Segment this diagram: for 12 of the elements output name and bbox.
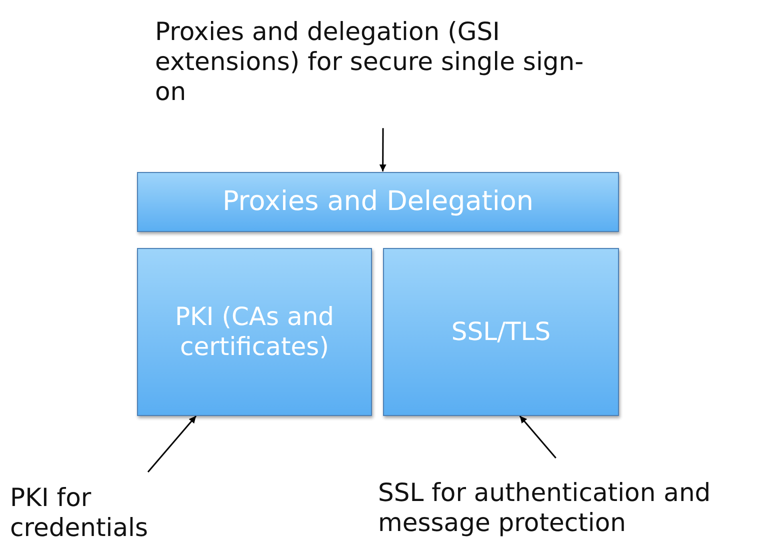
arrow: [379, 128, 386, 172]
layer-label: PKI (CAs and certificates): [174, 302, 336, 362]
arrow: [147, 416, 197, 472]
layer-label: SSL/TLS: [451, 317, 551, 347]
layer-box: [137, 248, 372, 416]
annotation-text: Proxies and delegation (GSI extensions) for secure single sign-on: [155, 17, 585, 107]
layer-label: Proxies and Delegation: [222, 186, 534, 218]
layer-box: [137, 172, 619, 232]
arrow: [519, 416, 556, 458]
annotation-text: PKI for credentials: [10, 483, 149, 543]
annotation-text: SSL for authentication and message protection: [378, 478, 712, 538]
layer-box: [383, 248, 619, 416]
